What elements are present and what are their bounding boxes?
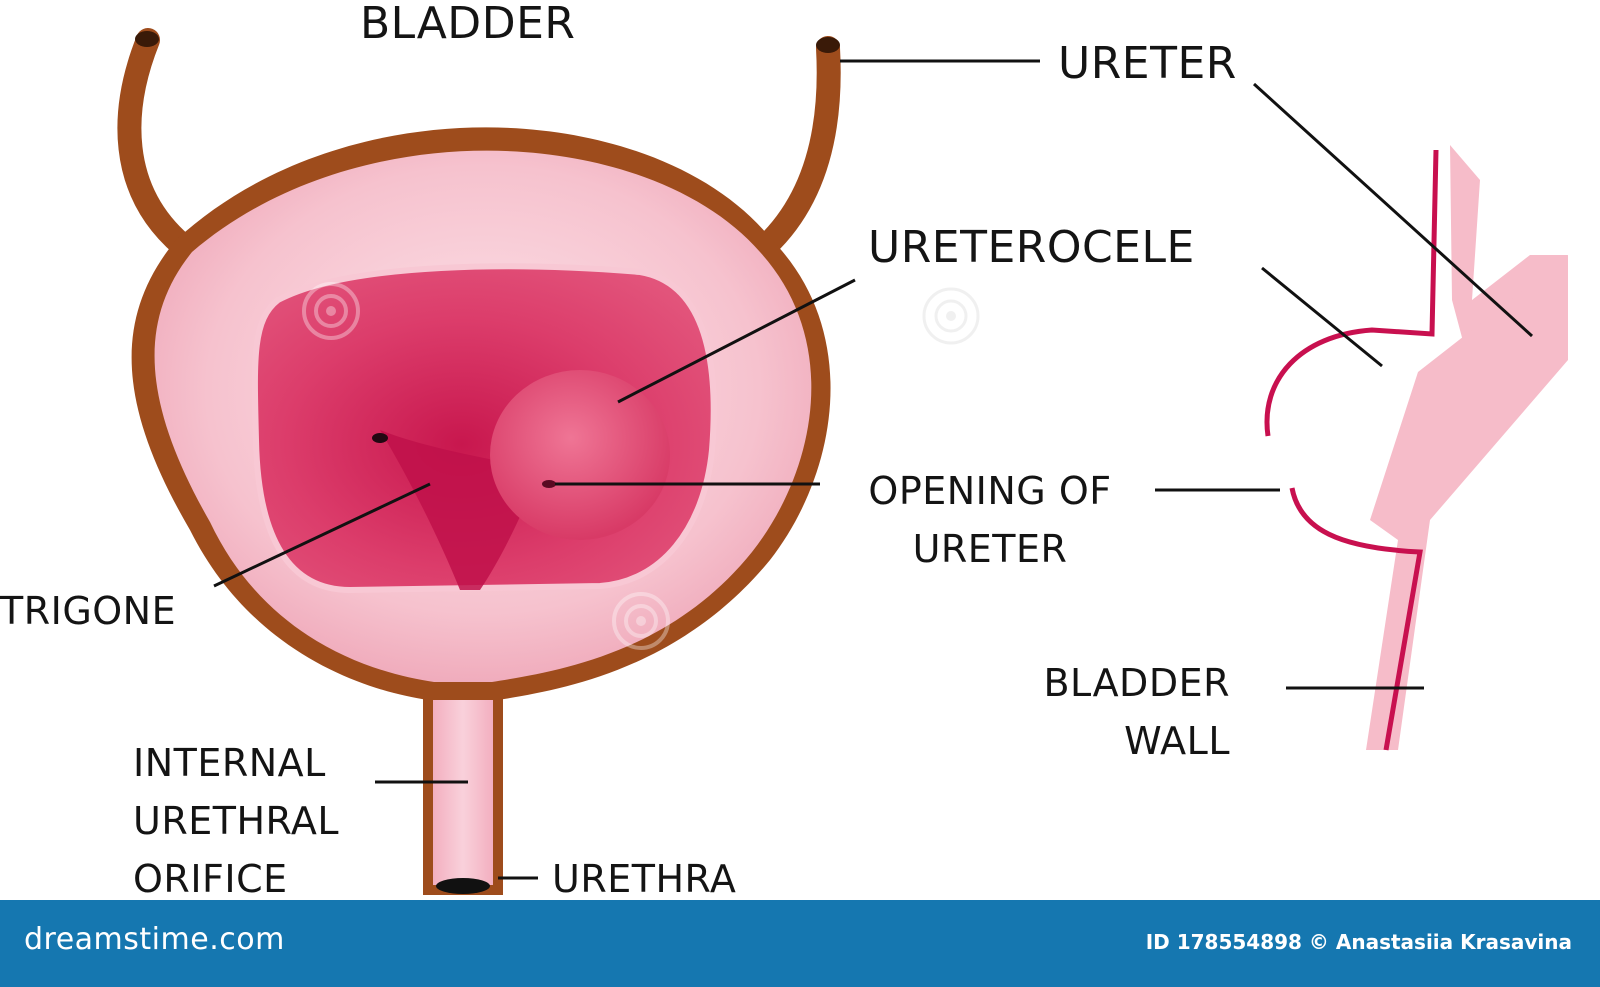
section-ureter-lower-segment <box>1366 255 1568 750</box>
bladder-diagram <box>117 28 1568 895</box>
watermark-swirl-icon <box>612 592 670 650</box>
ureterocele-bulge <box>490 370 670 540</box>
label-bladder: BLADDER <box>360 0 576 49</box>
label-trigone: TRIGONE <box>0 589 177 633</box>
label-bladder-wall-line2: WALL <box>1124 719 1230 763</box>
label-opening-line1: OPENING OF <box>868 469 1112 513</box>
label-bladder-wall-line1: BLADDER <box>1043 661 1230 705</box>
left-ureter-lumen <box>135 31 159 47</box>
right-ureter-lumen <box>816 37 840 53</box>
footer-bar: dreamstime.com ID 178554898 © Anastasiia… <box>0 900 1600 987</box>
urethra-opening <box>436 878 490 894</box>
section-ureterocele-outline <box>1264 149 1439 437</box>
watermark-swirl-icon <box>922 287 980 345</box>
leader-ureter-section <box>1252 82 1534 338</box>
footer-credit: ID 178554898 © Anastasiia Krasavina <box>1145 930 1572 954</box>
label-internal-line2: URETHRAL <box>133 799 340 843</box>
label-ureterocele: URETEROCELE <box>868 222 1195 273</box>
section-ureter-segment <box>1450 145 1568 360</box>
leader-trigone <box>213 482 431 588</box>
label-urethra: URETHRA <box>552 857 737 901</box>
right-ureter-tube <box>760 36 841 252</box>
label-internal-line3: ORIFICE <box>133 857 288 901</box>
leader-ureterocele-section <box>1261 266 1383 368</box>
label-opening-line2: URETER <box>912 527 1068 571</box>
watermark-swirl-icon <box>302 282 360 340</box>
label-ureter: URETER <box>1058 38 1237 89</box>
label-internal-line1: INTERNAL <box>133 741 326 785</box>
left-ureter-tube <box>117 28 194 257</box>
footer-brand[interactable]: dreamstime.com <box>24 922 285 957</box>
left-ureter-opening <box>372 433 388 443</box>
right-ureter-opening <box>542 480 556 488</box>
section-cele-lower-outline <box>1289 487 1423 751</box>
leader-ureterocele <box>617 278 856 404</box>
